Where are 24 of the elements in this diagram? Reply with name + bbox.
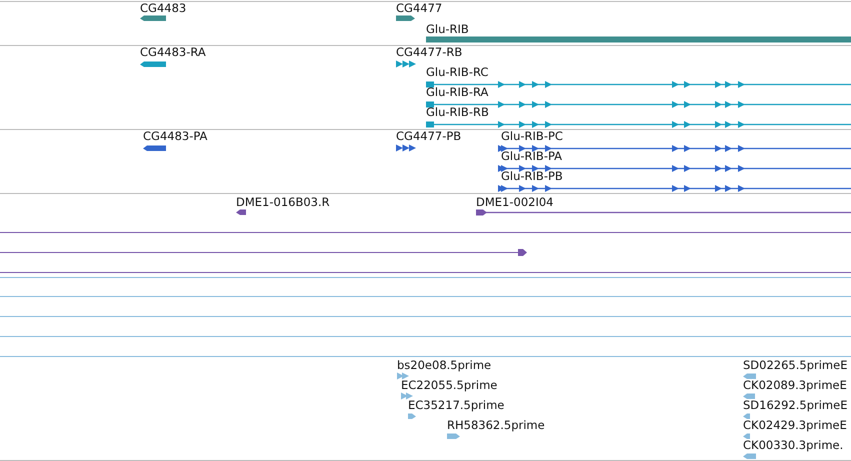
feature-label: SD16292.5primeE xyxy=(743,399,848,412)
feature-label: SD02265.5primeE xyxy=(743,359,848,372)
feature-label: EC22055.5prime xyxy=(401,379,498,392)
feature-label: Glu-RIB-PB xyxy=(501,170,563,183)
feature-label: CG4477 xyxy=(396,2,442,15)
feature-label: CK02089.3primeE xyxy=(743,379,847,392)
feature-label: Glu-RIB-PA xyxy=(501,150,562,163)
feature-label: bs20e08.5prime xyxy=(397,359,492,372)
feature-label: DME1-016B03.R xyxy=(236,196,330,209)
feature-label: Glu-RIB-RB xyxy=(426,106,489,119)
feature-label: DME1-002I04 xyxy=(476,196,554,209)
feature-label: CK00330.3prime. xyxy=(743,439,844,452)
feature-label: CG4483 xyxy=(140,2,186,15)
feature-label: CG4477-PB xyxy=(396,130,462,143)
feature-label: Glu-RIB-RA xyxy=(426,86,488,99)
feature-label: Glu-RIB-RC xyxy=(426,66,488,79)
feature-label: Glu-RIB xyxy=(426,23,469,36)
feature-label: CG4483-PA xyxy=(143,130,208,143)
feature-label: Glu-RIB-PC xyxy=(501,130,563,143)
feature-label: EC35217.5prime xyxy=(408,399,504,412)
feature-label: CK02429.3primeE xyxy=(743,419,847,432)
feature-label: CG4483-RA xyxy=(140,46,206,59)
feature-label: RH58362.5prime xyxy=(447,419,545,432)
feature-label: CG4477-RB xyxy=(396,46,462,59)
